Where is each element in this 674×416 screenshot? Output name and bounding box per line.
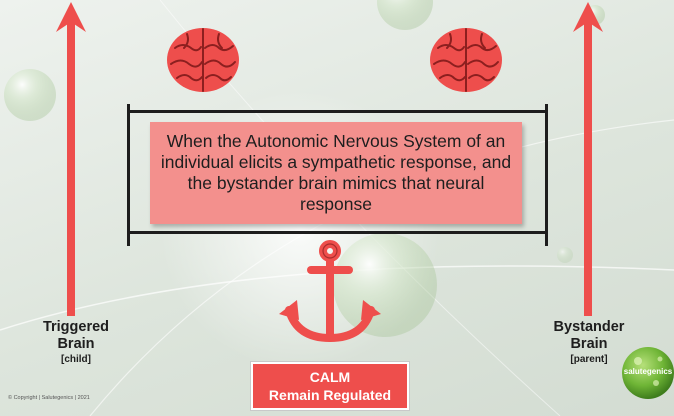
frame-left-line <box>127 104 130 246</box>
copyright-text: © Copyright | Salutegenics | 2021 <box>8 395 90 401</box>
right-brain-icon <box>430 28 502 92</box>
bystander-brain-sub: [parent] <box>570 354 608 365</box>
triggered-brain-sub: [child] <box>61 354 91 365</box>
logo-icon <box>622 347 674 399</box>
calm-subtitle: Remain Regulated <box>268 387 392 403</box>
frame-right-line <box>545 104 548 246</box>
calm-title: CALM <box>309 369 351 385</box>
calm-box: CALM Remain Regulated <box>250 361 410 411</box>
right-up-arrow-icon <box>573 2 603 316</box>
message-frame <box>127 104 548 246</box>
message-text: When the Autonomic Nervous System of an … <box>160 131 512 214</box>
message-box: When the Autonomic Nervous System of an … <box>150 122 522 224</box>
left-brain-icon <box>167 28 239 92</box>
logo-text: salutegenics <box>623 367 673 376</box>
left-up-arrow-icon <box>56 2 86 316</box>
anchor-icon <box>279 240 381 342</box>
